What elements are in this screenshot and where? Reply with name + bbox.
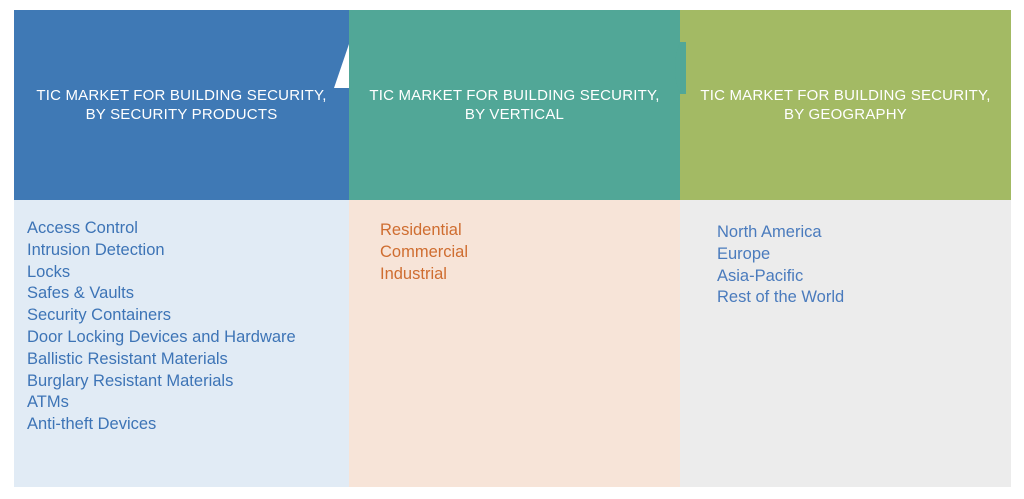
list-item: Anti-theft Devices: [27, 415, 157, 434]
vertical-list: Residential Commercial Industrial: [380, 220, 468, 285]
list-item: Rest of the World: [717, 288, 845, 307]
list-item: ATMs: [27, 393, 69, 412]
geography-list: North America Europe Asia-Pacific Rest o…: [717, 222, 844, 309]
connector-notch-2: [675, 42, 686, 94]
list-item: Industrial: [380, 264, 447, 283]
list-item: Europe: [717, 244, 771, 263]
column-title-line2: BY GEOGRAPHY: [783, 106, 907, 123]
list-item: Access Control: [27, 219, 138, 237]
segmentation-diagram: TIC MARKET FOR BUILDING SECURITY, BY SEC…: [14, 10, 1011, 487]
list-item: Door Locking Devices and Hardware: [27, 327, 296, 346]
column-security-products: TIC MARKET FOR BUILDING SECURITY, BY SEC…: [14, 10, 349, 487]
column-body-security-products: Access Control Intrusion Detection Locks…: [14, 200, 349, 487]
list-item: Security Containers: [27, 306, 171, 325]
connector-notch-1: [334, 44, 349, 88]
security-products-list: Access Control Intrusion Detection Locks…: [27, 218, 296, 436]
column-header-security-products: TIC MARKET FOR BUILDING SECURITY, BY SEC…: [14, 10, 349, 200]
column-vertical: TIC MARKET FOR BUILDING SECURITY, BY VER…: [349, 10, 680, 487]
column-title-line2: BY SECURITY PRODUCTS: [85, 106, 278, 123]
list-item: North America: [717, 223, 822, 241]
list-item: Residential: [380, 221, 462, 239]
list-item: Asia-Pacific: [717, 266, 804, 285]
column-title-line1: TIC MARKET FOR BUILDING SECURITY,: [700, 87, 991, 104]
list-item: Safes & Vaults: [27, 284, 135, 303]
list-item: Ballistic Resistant Materials: [27, 349, 228, 368]
column-body-geography: North America Europe Asia-Pacific Rest o…: [680, 200, 1011, 487]
column-title-line1: TIC MARKET FOR BUILDING SECURITY,: [36, 87, 327, 104]
column-geography: TIC MARKET FOR BUILDING SECURITY, BY GEO…: [680, 10, 1011, 487]
list-item: Commercial: [380, 242, 469, 261]
list-item: Burglary Resistant Materials: [27, 371, 234, 390]
column-title-line1: TIC MARKET FOR BUILDING SECURITY,: [369, 87, 660, 104]
column-header-vertical: TIC MARKET FOR BUILDING SECURITY, BY VER…: [349, 10, 680, 200]
column-header-geography: TIC MARKET FOR BUILDING SECURITY, BY GEO…: [680, 10, 1011, 200]
column-title-line2: BY VERTICAL: [464, 106, 565, 123]
column-body-vertical: Residential Commercial Industrial: [349, 200, 680, 487]
list-item: Intrusion Detection: [27, 240, 165, 259]
list-item: Locks: [27, 262, 71, 281]
